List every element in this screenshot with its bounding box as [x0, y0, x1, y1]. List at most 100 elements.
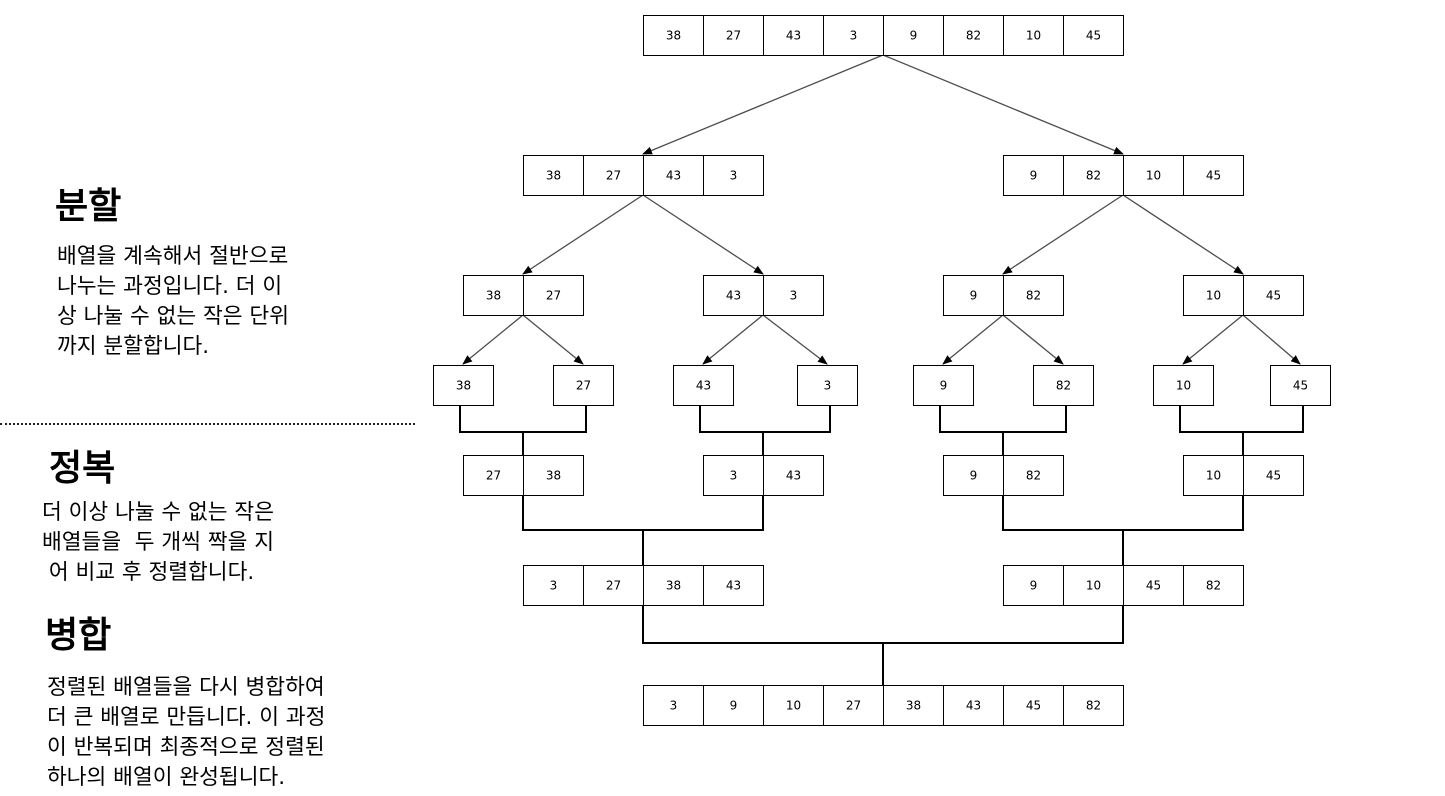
array-cell [1003, 275, 1064, 316]
split-arrow [642, 194, 764, 275]
array-cell [703, 15, 764, 56]
array-value: 38 [456, 379, 471, 393]
merge-bracket [459, 405, 587, 455]
array-box: 38 27 43 3 [523, 155, 764, 196]
merge-bracket [642, 605, 1124, 685]
array-box: 3 [797, 365, 858, 406]
array-value: 9 [1030, 169, 1038, 183]
conquer-description: 더 이상 나눌 수 없는 작은 배열들을 두 개씩 짝을 지 어 비교 후 정렬… [42, 500, 274, 585]
array-box: 9 10 45 82 [1003, 565, 1244, 606]
array-value: 43 [726, 289, 741, 303]
divide-title: 분할 [55, 186, 122, 227]
array-cell [763, 455, 824, 496]
array-cell [1123, 155, 1184, 196]
section-divider [0, 423, 415, 425]
array-cell [703, 155, 764, 196]
array-value: 45 [1026, 699, 1041, 713]
array-value: 82 [1086, 699, 1101, 713]
array-cell [1243, 455, 1304, 496]
split-arrow [522, 314, 584, 365]
array-value: 82 [1206, 579, 1221, 593]
array-cell [1123, 565, 1184, 606]
array-value: 43 [666, 169, 681, 183]
merge-bracket [1002, 495, 1244, 565]
split-arrow [462, 314, 524, 365]
split-arrow [1122, 194, 1244, 275]
array-cell [1003, 685, 1064, 726]
array-value: 10 [1146, 169, 1161, 183]
array-value: 45 [1086, 29, 1101, 43]
array-value: 82 [966, 29, 981, 43]
array-cell [523, 155, 584, 196]
array-cell [1183, 565, 1244, 606]
array-box: 9 [913, 365, 974, 406]
split-arrow [1242, 314, 1301, 365]
array-cell [703, 685, 764, 726]
array-value: 3 [730, 169, 738, 183]
split-arrow [1002, 314, 1064, 365]
array-value: 3 [790, 289, 798, 303]
array-box: 10 [1153, 365, 1214, 406]
array-cell [913, 365, 974, 406]
array-value: 9 [1030, 579, 1038, 593]
array-value: 43 [966, 699, 981, 713]
array-cell [673, 365, 734, 406]
array-cell [823, 15, 884, 56]
array-cell [583, 155, 644, 196]
array-value: 10 [1086, 579, 1101, 593]
merge-bracket [939, 405, 1067, 455]
merge-bracket [1179, 405, 1304, 455]
array-value: 27 [606, 169, 621, 183]
split-arrow [882, 54, 1124, 155]
split-arrow [702, 314, 764, 365]
array-cell [763, 15, 824, 56]
array-value: 38 [546, 469, 561, 483]
split-arrow [762, 314, 828, 365]
array-cell [1063, 565, 1124, 606]
array-cell [1003, 455, 1064, 496]
array-box: 43 [673, 365, 734, 406]
array-value: 10 [1206, 469, 1221, 483]
split-arrow [522, 194, 644, 275]
array-cell [643, 565, 704, 606]
array-cell [1063, 685, 1124, 726]
array-value: 82 [1026, 289, 1041, 303]
array-box: 45 [1270, 365, 1331, 406]
array-value: 9 [970, 289, 978, 303]
array-value: 27 [486, 469, 501, 483]
array-cell [1063, 15, 1124, 56]
array-cell [643, 155, 704, 196]
array-cell [1183, 155, 1244, 196]
array-value: 3 [850, 29, 858, 43]
array-value: 27 [726, 29, 741, 43]
conquer-title: 정복 [49, 448, 116, 489]
array-value: 9 [940, 379, 948, 393]
array-value: 38 [546, 169, 561, 183]
array-cell [1183, 455, 1244, 496]
array-cell [943, 15, 1004, 56]
array-box: 43 3 [703, 275, 824, 316]
array-cell [823, 685, 884, 726]
array-value: 45 [1293, 379, 1308, 393]
array-cell [523, 455, 584, 496]
array-value: 10 [1026, 29, 1041, 43]
array-value: 43 [786, 469, 801, 483]
merge-title: 병합 [45, 615, 112, 656]
array-cell [523, 565, 584, 606]
array-cell [1153, 365, 1214, 406]
array-cell [703, 565, 764, 606]
array-cell [1270, 365, 1331, 406]
array-value: 43 [696, 379, 711, 393]
array-value: 38 [486, 289, 501, 303]
array-cell [883, 15, 944, 56]
array-value: 45 [1146, 579, 1161, 593]
